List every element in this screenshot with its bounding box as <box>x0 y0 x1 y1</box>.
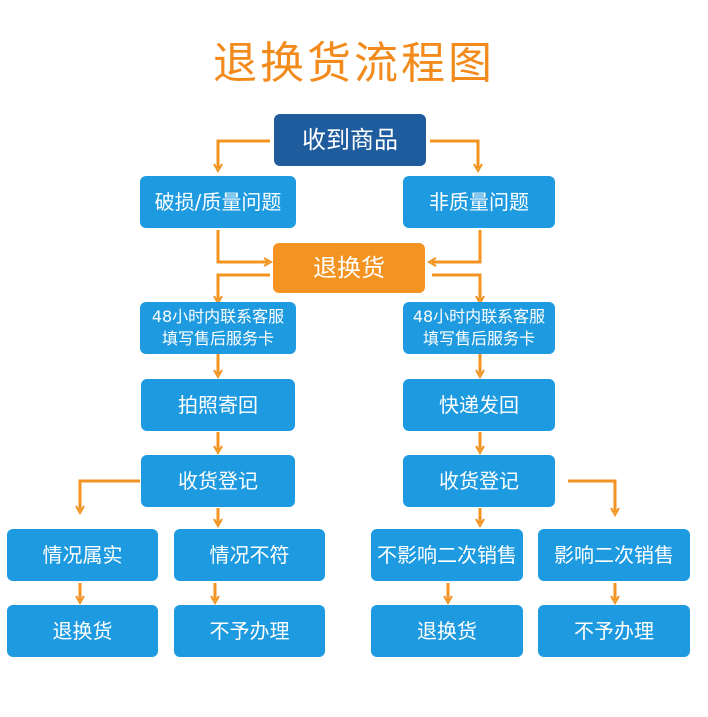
node-contact-left: 48小时内联系客服 填写售后服务卡 <box>140 302 296 354</box>
node-resale-impact: 影响二次销售 <box>538 529 690 581</box>
node-register-right: 收货登记 <box>403 455 555 507</box>
node-damage-quality: 破损/质量问题 <box>140 176 296 228</box>
contact-right-line-1: 48小时内联系客服 <box>412 307 546 326</box>
arrow-nonquality-to-return <box>432 230 482 262</box>
node-no-resale-impact: 不影响二次销售 <box>371 529 523 581</box>
node-mismatch: 情况不符 <box>174 529 325 581</box>
node-non-quality: 非质量问题 <box>403 176 555 228</box>
contact-left-line-2: 填写售后服务卡 <box>161 329 274 348</box>
page-title: 退换货流程图 <box>213 38 495 89</box>
node-reject-left: 不予办理 <box>174 605 325 657</box>
node-return-left: 退换货 <box>7 605 158 657</box>
arrow-return-to-contact-left <box>218 273 270 300</box>
node-true-case: 情况属实 <box>7 529 158 581</box>
node-return-right: 退换货 <box>371 605 523 657</box>
contact-left-line-1: 48小时内联系客服 <box>151 307 285 326</box>
node-express-back: 快递发回 <box>403 379 555 431</box>
node-reject-right: 不予办理 <box>538 605 690 657</box>
arrow-receive-to-nonquality <box>430 139 478 168</box>
arrow-receive-to-damage <box>218 139 270 168</box>
node-return-exchange: 退换货 <box>273 243 425 293</box>
node-receive-goods: 收到商品 <box>274 114 426 166</box>
arrow-return-to-contact-right <box>432 273 480 300</box>
arrow-damage-to-return <box>216 230 268 262</box>
node-contact-right: 48小时内联系客服 填写售后服务卡 <box>403 302 555 354</box>
contact-right-line-2: 填写售后服务卡 <box>422 329 535 348</box>
arrow-register-to-true <box>80 479 140 510</box>
node-photo-mail: 拍照寄回 <box>141 379 295 431</box>
node-register-left: 收货登记 <box>141 455 295 507</box>
arrow-register-to-impact <box>568 479 615 512</box>
